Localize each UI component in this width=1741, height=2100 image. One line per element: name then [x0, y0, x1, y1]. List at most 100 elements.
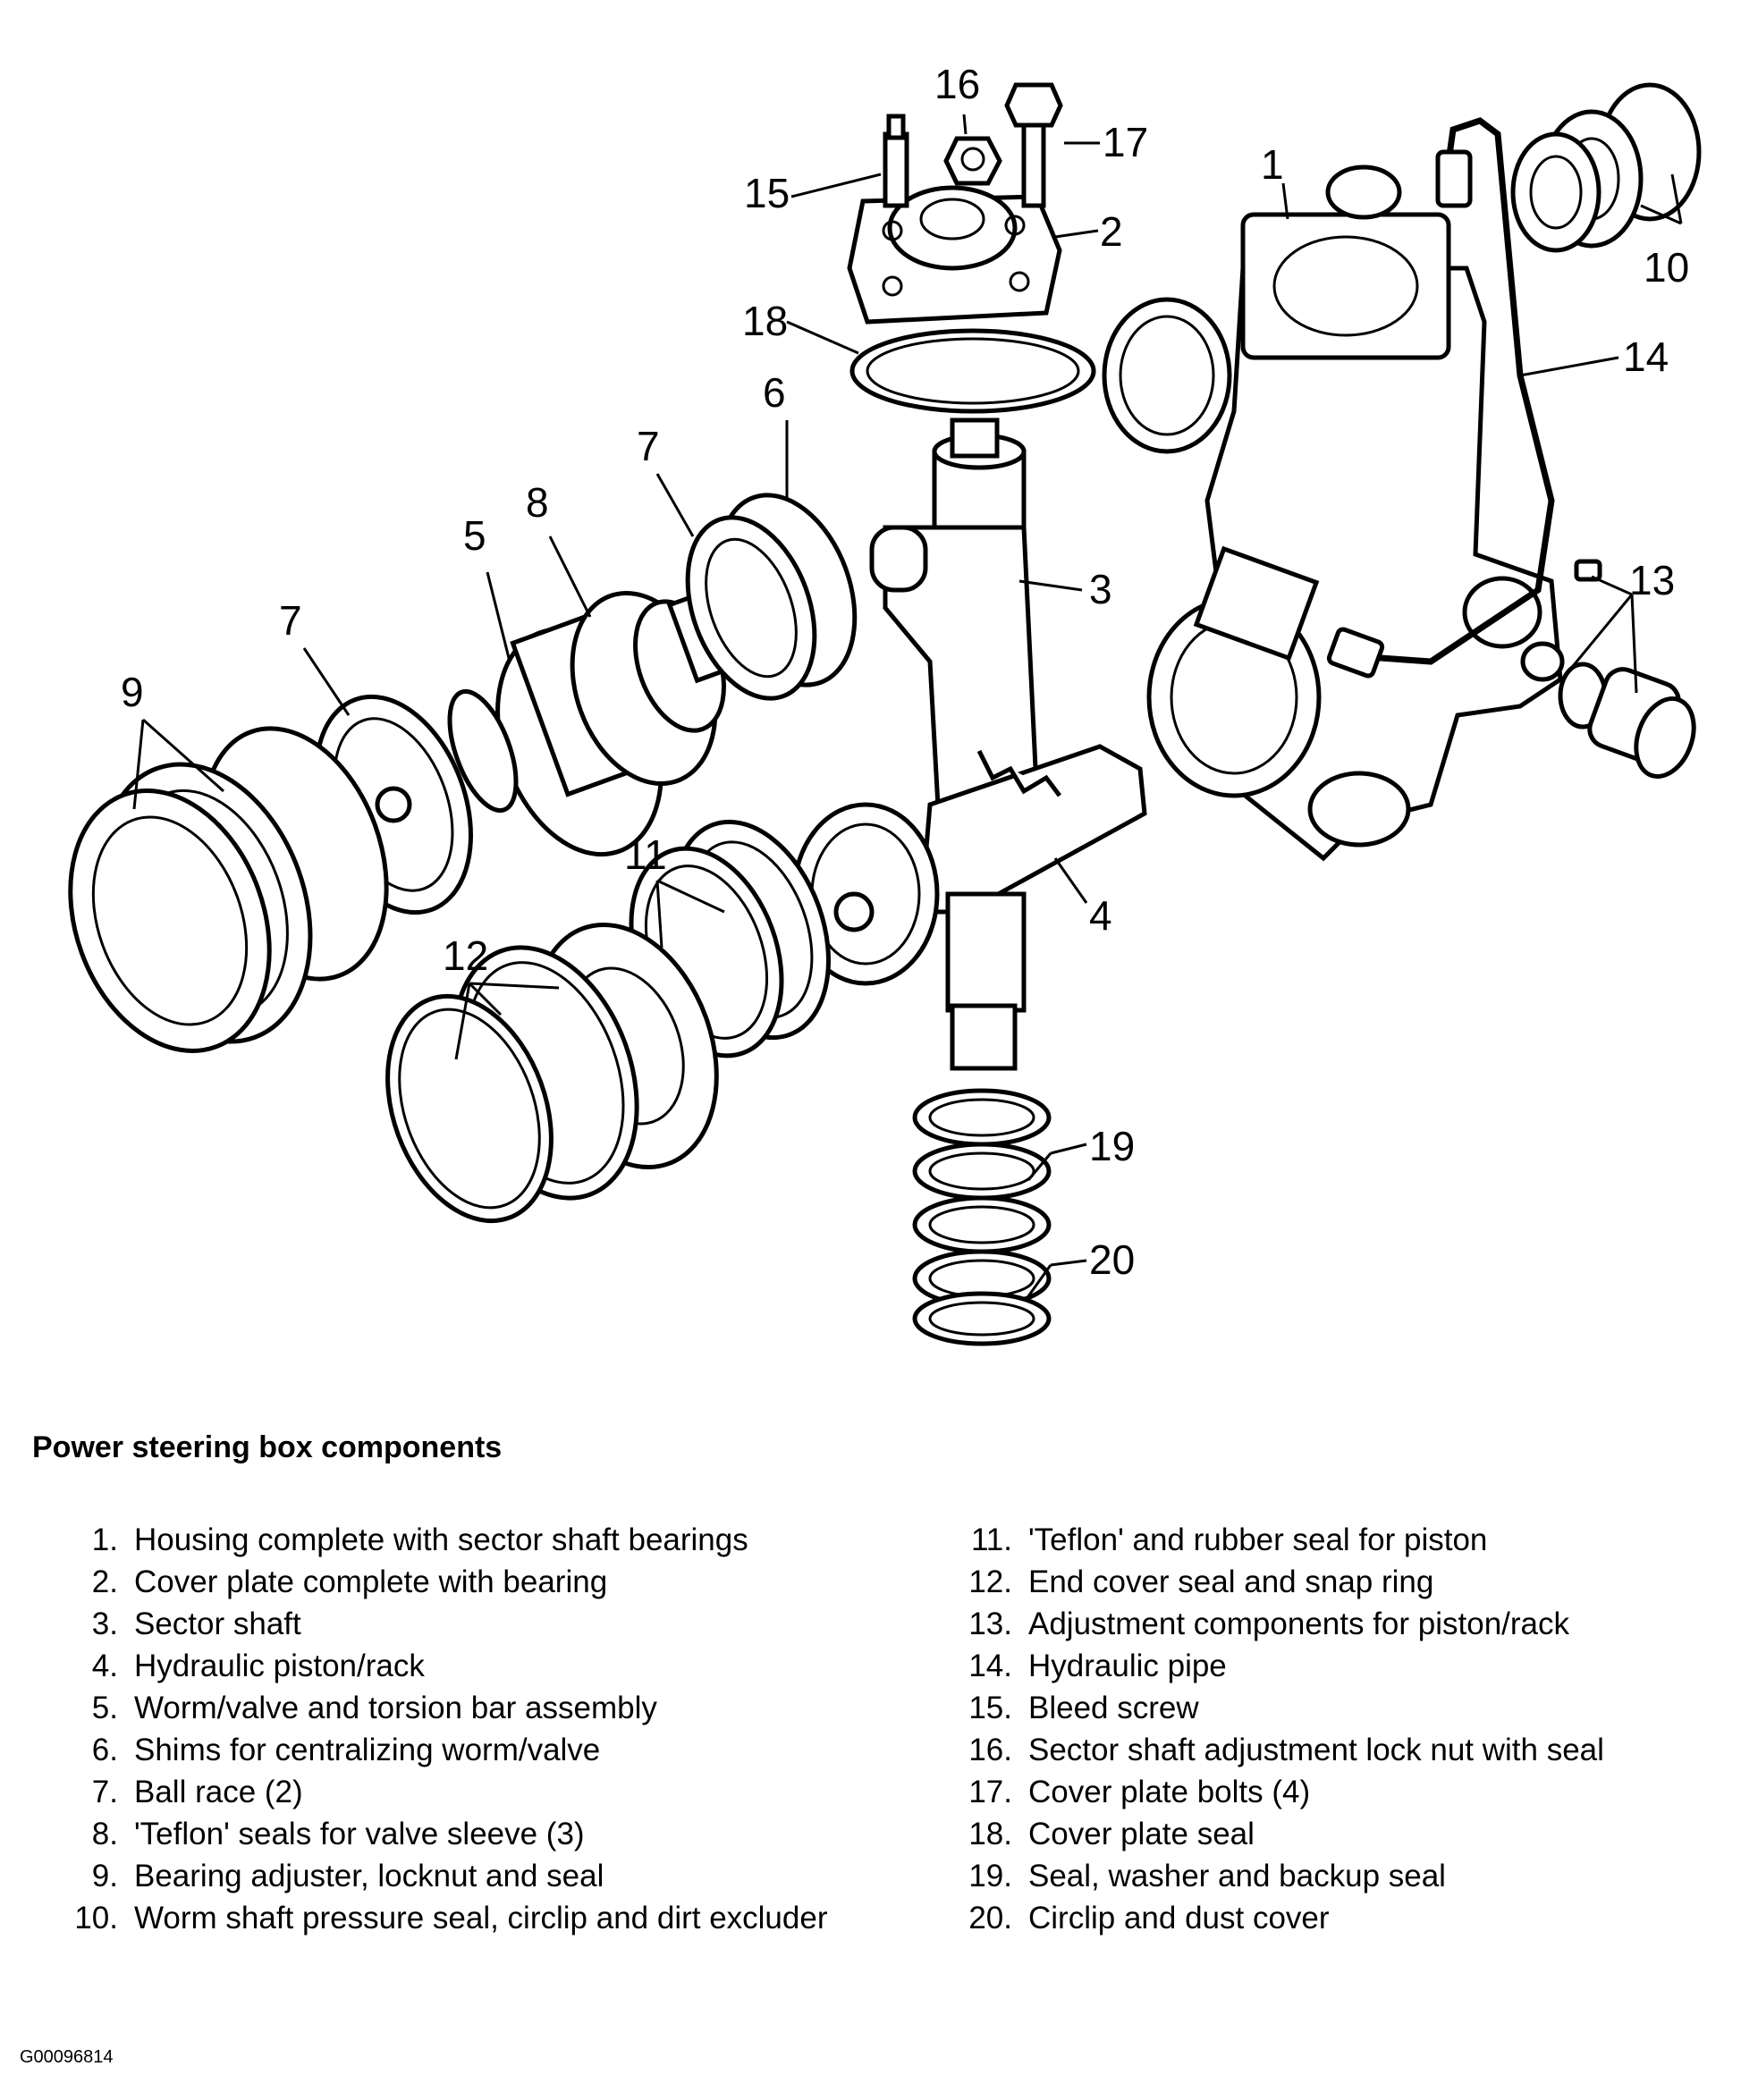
callout-13: 13 [1629, 557, 1675, 603]
callout-15: 15 [744, 170, 790, 216]
bearing-adjuster-part [68, 726, 389, 1053]
legend-number: 19. [968, 1859, 1012, 1893]
legend-text: 'Teflon' seals for valve sleeve (3) [134, 1817, 585, 1851]
callout-9: 9 [121, 669, 144, 715]
callout-17: 17 [1103, 119, 1148, 165]
callout-3: 3 [1089, 566, 1112, 612]
legend-text: Cover plate bolts (4) [1028, 1775, 1311, 1809]
worm-shaft-seals-part [1510, 82, 1702, 253]
housing-part [1102, 164, 1563, 862]
lock-nut-part [943, 136, 1002, 186]
callout-19: 19 [1089, 1123, 1135, 1169]
legend-number: 20. [968, 1901, 1012, 1936]
pipe-fitting-top [1435, 149, 1473, 208]
adjustment-components-part [1520, 559, 1696, 780]
legend-text: End cover seal and snap ring [1028, 1564, 1434, 1599]
legend-item: 16. Sector shaft adjustment lock nut with… [930, 1730, 1717, 1771]
legend-list-right: 11.'Teflon' and rubber seal for piston 1… [930, 1520, 1717, 1940]
piston-rack-part [791, 744, 1147, 1071]
legend-item: 7. Ball race (2) [36, 1772, 841, 1813]
legend-item: 12.End cover seal and snap ring [930, 1562, 1717, 1603]
callout-8: 8 [526, 479, 549, 526]
figure-id: G00096814 [20, 2047, 114, 2067]
callout-16: 16 [934, 61, 980, 107]
legend-text: Cover plate complete with bearing [134, 1564, 608, 1599]
legend-number: 11. [970, 1522, 1012, 1557]
legend-number: 1. [91, 1522, 118, 1557]
legend-item: 19. Seal, washer and backup seal [930, 1856, 1717, 1897]
legend-text: Worm shaft pressure seal, circlip and di… [134, 1901, 828, 1936]
legend-number: 10. [74, 1901, 118, 1936]
legend-item: 4. Hydraulic piston/rack [36, 1646, 841, 1687]
legend-number: 15. [968, 1691, 1012, 1725]
legend-item: 2. Cover plate complete with bearing [36, 1562, 841, 1603]
legend-text: Cover plate seal [1028, 1817, 1255, 1851]
callout-11: 11 [624, 831, 667, 878]
legend-number: 3. [91, 1607, 118, 1641]
legend-item: 8. 'Teflon' seals for valve sleeve (3) [36, 1814, 841, 1855]
bleed-screw-part [883, 114, 909, 208]
callout-10: 10 [1644, 244, 1689, 291]
legend-number: 6. [91, 1733, 118, 1767]
legend-number: 9. [91, 1859, 118, 1893]
callout-4: 4 [1089, 892, 1112, 939]
legend-item: 1. Housing complete with sector shaft bea… [36, 1520, 841, 1561]
legend-text: Seal, washer and backup seal [1028, 1859, 1446, 1893]
callout-1: 1 [1261, 141, 1284, 188]
legend-item: 11.'Teflon' and rubber seal for piston [930, 1520, 1717, 1561]
sector-shaft-part [869, 417, 1040, 825]
legend-item: 20. Circlip and dust cover [930, 1898, 1717, 1939]
legend-number: 2. [91, 1564, 118, 1599]
exploded-diagram: 1 2 3 4 5 6 7 7 8 9 10 11 12 13 14 15 16… [68, 61, 1702, 1346]
legend-text: Sector shaft [134, 1607, 301, 1641]
legend-item: 13. Adjustment components for piston/rack [930, 1604, 1717, 1645]
legend-text: Sector shaft adjustment lock nut with se… [1028, 1733, 1604, 1767]
legend-text: Hydraulic piston/rack [134, 1649, 425, 1683]
legend-number: 8. [91, 1817, 118, 1851]
piston-seals-part [629, 819, 831, 1058]
cover-plate-seal [849, 328, 1096, 414]
legend-item: 14. Hydraulic pipe [930, 1646, 1717, 1687]
legend-text: Bleed screw [1028, 1691, 1199, 1725]
callout-7-lower: 7 [279, 597, 302, 644]
legend-number: 17. [968, 1775, 1012, 1809]
callout-14: 14 [1623, 333, 1669, 380]
legend-text: Worm/valve and torsion bar assembly [134, 1691, 657, 1725]
legend-list-left: 1. Housing complete with sector shaft bea… [36, 1520, 841, 1940]
legend-item: 17. Cover plate bolts (4) [930, 1772, 1717, 1813]
legend-item: 6. Shims for centralizing worm/valve [36, 1730, 841, 1771]
legend-number: 18. [968, 1817, 1012, 1851]
callout-20: 20 [1089, 1236, 1135, 1283]
legend-item: 5. Worm/valve and torsion bar assembly [36, 1688, 841, 1729]
callout-2: 2 [1100, 208, 1123, 255]
legend-number: 16. [968, 1733, 1012, 1767]
legend-title: Power steering box components [32, 1430, 503, 1464]
legend-text: Shims for centralizing worm/valve [134, 1733, 601, 1767]
legend-text: Hydraulic pipe [1028, 1649, 1227, 1683]
pipe-fitting-bottom [1326, 627, 1385, 679]
legend-text: Bearing adjuster, locknut and seal [134, 1859, 604, 1893]
legend-item: 10. Worm shaft pressure seal, circlip and… [36, 1898, 841, 1939]
callout-5: 5 [463, 512, 486, 559]
callout-numbers: 1 2 3 4 5 6 7 7 8 9 10 11 12 13 14 15 16… [121, 61, 1689, 1283]
legend-text: Circlip and dust cover [1028, 1901, 1330, 1936]
legend-text: Housing complete with sector shaft beari… [134, 1522, 748, 1557]
callout-12: 12 [443, 932, 488, 979]
end-cover-part [385, 922, 719, 1224]
legend-item: 3. Sector shaft [36, 1604, 841, 1645]
legend-number: 5. [91, 1691, 118, 1725]
legend-text: Adjustment components for piston/rack [1028, 1607, 1570, 1641]
legend-text: Ball race (2) [134, 1775, 303, 1809]
callout-18: 18 [742, 298, 788, 344]
legend-number: 4. [91, 1649, 118, 1683]
leader-lines [132, 114, 1683, 1297]
legend-number: 7. [91, 1775, 118, 1809]
legend-number: 13. [968, 1607, 1012, 1641]
callout-7-upper: 7 [637, 423, 660, 469]
legend-item: 9. Bearing adjuster, locknut and seal [36, 1856, 841, 1897]
legend-item: 18. Cover plate seal [930, 1814, 1717, 1855]
lower-seals-part [912, 1088, 1052, 1346]
callout-6: 6 [763, 369, 786, 416]
legend-number: 14. [968, 1649, 1012, 1683]
legend-item: 15. Bleed screw [930, 1688, 1717, 1729]
